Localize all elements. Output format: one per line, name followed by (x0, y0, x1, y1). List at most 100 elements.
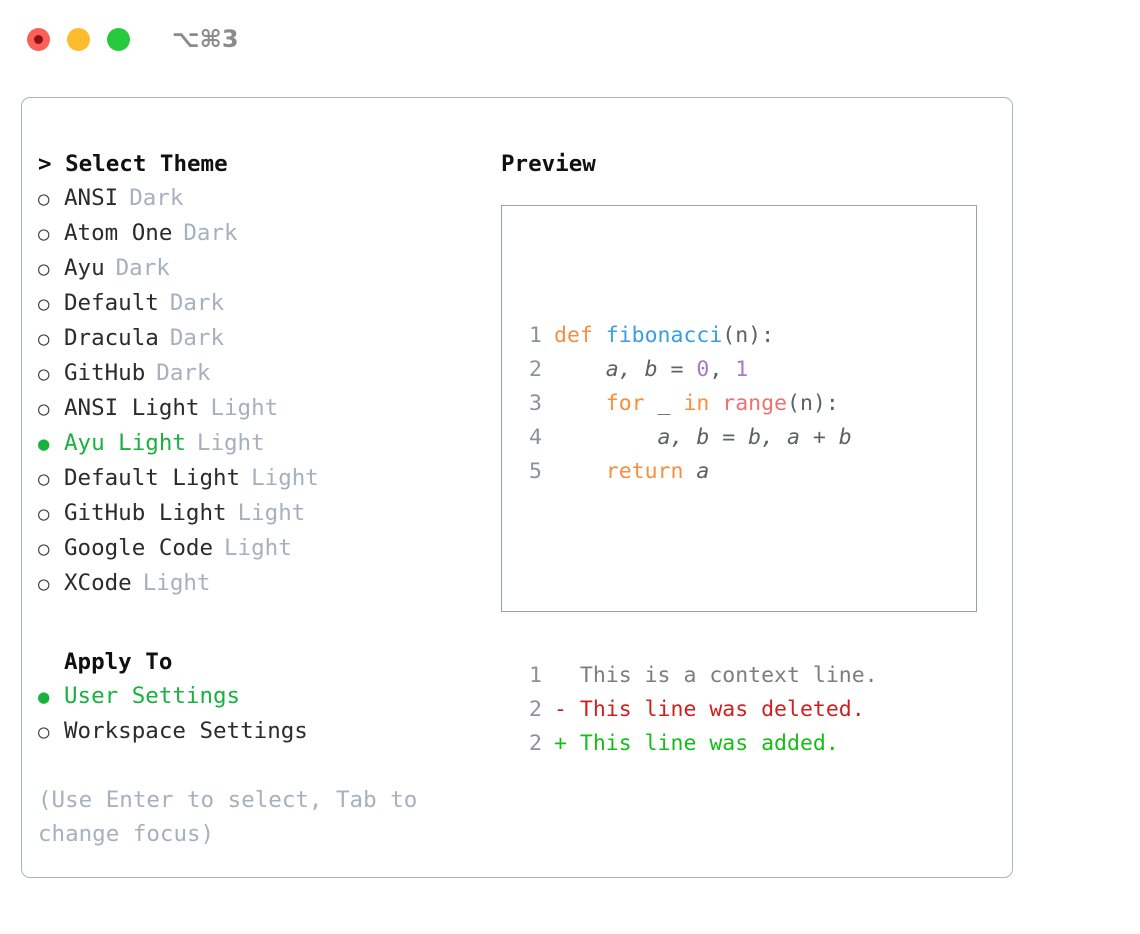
diff-line-deleted: 2- This line was deleted. (516, 693, 878, 727)
theme-variant-badge: Dark (115, 255, 170, 281)
theme-option-label: GitHub Light (64, 500, 227, 526)
apply-to-option-workspace-settings[interactable]: ○ Workspace Settings (38, 714, 478, 749)
theme-option-label: Ayu (64, 255, 105, 281)
theme-variant-badge: Light (251, 465, 319, 491)
code-token-keyword: in (683, 391, 723, 416)
theme-option-label: Default (64, 290, 159, 316)
theme-variant-badge: Light (196, 430, 265, 456)
diff-line-context: 1 This is a context line. (516, 659, 878, 693)
apply-to-option-user-settings[interactable]: ●User Settings (38, 679, 478, 714)
diff-line-added: 2 + This line was added. (516, 727, 878, 761)
code-token-plain (554, 391, 606, 416)
code-line: 5 return a (516, 455, 878, 489)
zoom-button[interactable] (107, 27, 130, 51)
theme-variant-badge: Light (142, 570, 211, 596)
radio-unselected-icon: ○ (38, 363, 50, 385)
diff-line-number: 1 (529, 663, 542, 688)
radio-selected-icon: ● (38, 433, 50, 455)
apply-to-heading: Apply To (64, 649, 173, 675)
radio-unselected-icon: ○ (38, 328, 50, 350)
diff-text: This line was added. (579, 731, 839, 756)
theme-option-label: Default Light (64, 465, 241, 491)
theme-option-label: GitHub (64, 360, 146, 386)
radio-unselected-icon: ○ (38, 293, 50, 315)
code-line: 3 for _ in range(n): (516, 387, 878, 421)
code-token-var: a, b (554, 357, 671, 382)
code-token-keyword: for (605, 391, 658, 416)
radio-selected-icon: ● (38, 686, 50, 708)
theme-option-default-light[interactable]: ○ Default Light Light (38, 461, 478, 496)
diff-text: This is a context line. (579, 663, 878, 688)
code-line-number: 5 (529, 459, 542, 484)
code-blank-line (516, 557, 878, 591)
theme-option-label: Atom One (64, 220, 173, 246)
radio-unselected-icon: ○ (38, 503, 50, 525)
code-token-builtin: range (722, 391, 788, 416)
code-line: 2 a, b = 0, 1 (516, 353, 878, 387)
theme-variant-badge: Light (210, 395, 279, 421)
radio-unselected-icon: ○ (38, 188, 50, 210)
theme-variant-badge: Light (224, 535, 292, 561)
theme-option-github[interactable]: ○ GitHub Dark (38, 356, 478, 391)
minimize-button[interactable] (67, 27, 90, 51)
apply-to-group: Apply To ●User Settings ○ Workspace Settin… (38, 645, 478, 749)
radio-unselected-icon: ○ (38, 258, 50, 280)
radio-unselected-icon: ○ (38, 538, 50, 560)
diff-text: This line was deleted. (579, 697, 865, 722)
code-token-keyword: return (605, 459, 697, 484)
diff-line-number: 2 (529, 697, 542, 722)
code-line-number: 4 (529, 425, 542, 450)
radio-unselected-icon: ○ (38, 223, 50, 245)
radio-unselected-icon: ○ (38, 721, 50, 743)
theme-option-ansi[interactable]: ○ ANSI Dark (38, 181, 478, 216)
code-token-plain: , (709, 357, 736, 382)
recording-indicator-icon (34, 34, 43, 44)
theme-option-label: ANSI (64, 185, 119, 211)
code-token-plain (554, 459, 606, 484)
diff-marker (554, 663, 580, 688)
radio-unselected-icon: ○ (38, 398, 50, 420)
select-theme-heading: > Select Theme (38, 151, 228, 177)
code-token-var: a, b = b, a + b (554, 425, 852, 450)
diff-marker: + (554, 731, 580, 756)
theme-option-default[interactable]: ○ Default Dark (38, 286, 478, 321)
theme-option-label: Dracula (64, 325, 159, 351)
theme-variant-badge: Dark (129, 185, 184, 211)
radio-unselected-icon: ○ (38, 468, 50, 490)
theme-option-ayu[interactable]: ○ Ayu Dark (38, 251, 478, 286)
code-token-punct: (n): (787, 391, 839, 416)
code-line-number: 3 (529, 391, 542, 416)
traffic-lights (27, 27, 130, 51)
diff-line-number: 2 (529, 731, 542, 756)
apply-to-option-label: Workspace Settings (64, 718, 308, 744)
code-token-number: 0 (696, 357, 710, 382)
theme-option-label: XCode (64, 570, 132, 596)
code-token-function: fibonacci (605, 323, 723, 348)
theme-variant-badge: Dark (169, 290, 225, 316)
section-spacer (38, 601, 478, 635)
preview-heading: Preview (501, 151, 596, 177)
theme-variant-badge: Dark (156, 360, 211, 386)
theme-option-ansi-light[interactable]: ○ ANSI Light Light (38, 391, 478, 426)
apply-to-list: ●User Settings ○ Workspace Settings (38, 679, 478, 749)
code-token-number: 1 (735, 357, 749, 382)
close-button[interactable] (27, 27, 50, 51)
code-line-number: 2 (529, 357, 542, 382)
code-token-var: a (696, 459, 710, 484)
theme-option-label: ANSI Light (64, 395, 200, 421)
